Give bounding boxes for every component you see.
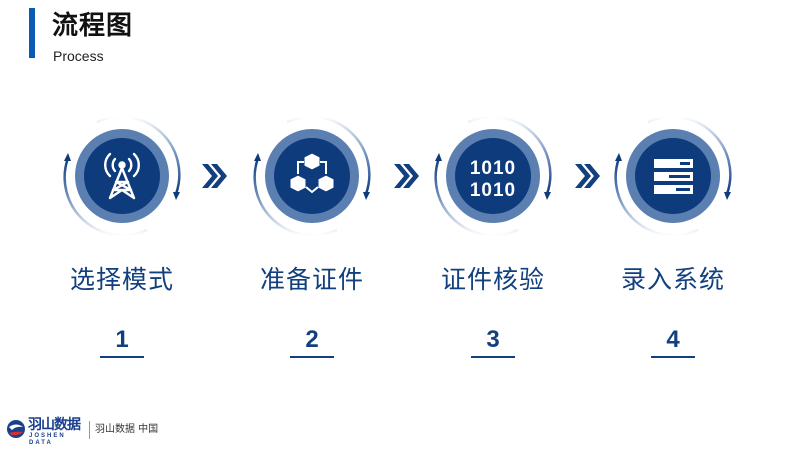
circular-arrows-icon <box>434 116 552 236</box>
step-number-underline <box>100 356 144 358</box>
logo-name: 羽山数据 <box>28 417 81 433</box>
svg-text:1010: 1010 <box>470 158 516 179</box>
double-chevron-right-icon <box>394 164 419 188</box>
connected-cubes-icon <box>289 152 335 194</box>
step-label: 选择模式 <box>69 265 174 294</box>
step-label: 录入系统 <box>620 265 725 294</box>
title-accent-bar <box>29 8 35 58</box>
circular-arrows-icon <box>253 116 371 236</box>
footer-tagline: 羽山数据 中国 <box>95 424 159 435</box>
process-step-2: 准备证件 2 <box>242 116 382 376</box>
double-chevron-right-icon <box>575 164 600 188</box>
page-title: 流程图 <box>52 11 134 41</box>
process-step-1: 选择模式 1 <box>52 116 192 376</box>
step-label: 证件核验 <box>440 265 545 294</box>
process-step-3: 1010 1010 证件核验 3 <box>423 116 563 376</box>
step-number: 4 <box>666 326 680 353</box>
company-logo: 羽山数据 JOSHEN DATA <box>6 416 86 446</box>
server-list-icon <box>654 159 693 194</box>
step-label: 准备证件 <box>259 265 364 294</box>
double-chevron-right-icon <box>202 164 227 188</box>
logo-english-name: JOSHEN DATA <box>29 433 66 446</box>
step-number: 1 <box>115 326 129 353</box>
process-step-4: 录入系统 4 <box>603 116 743 376</box>
step-number-underline <box>471 356 515 358</box>
page-subtitle: Process <box>53 48 104 64</box>
svg-text:1010: 1010 <box>470 180 516 201</box>
logo-mark-icon <box>7 420 25 438</box>
footer-divider <box>89 421 90 439</box>
step-number-underline <box>290 356 334 358</box>
step-number-underline <box>651 356 695 358</box>
signal-tower-icon <box>104 152 140 200</box>
step-number: 2 <box>305 326 319 353</box>
binary-code-icon: 1010 1010 <box>470 158 516 201</box>
circular-arrows-icon <box>63 116 181 236</box>
step-number: 3 <box>486 326 500 353</box>
